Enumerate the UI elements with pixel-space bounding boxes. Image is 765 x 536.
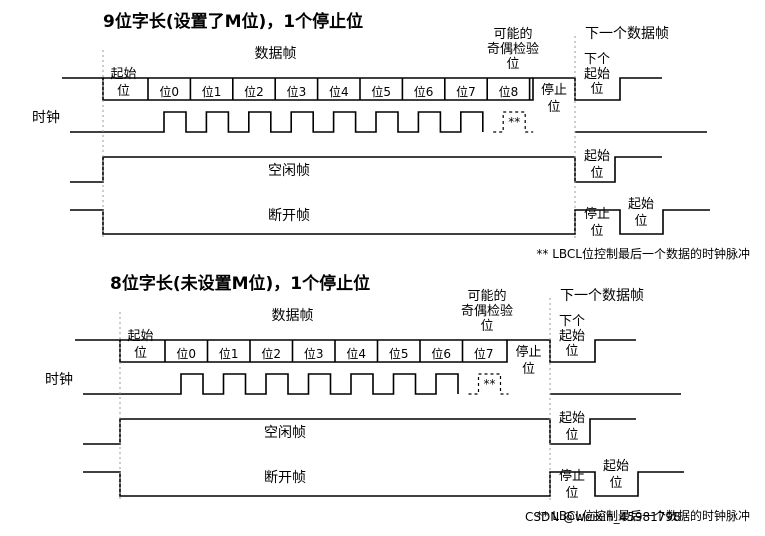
- idle-start-label-line: 位: [590, 166, 603, 181]
- next-frame-label: 下一个数据帧: [560, 288, 644, 304]
- bit-label: 位5: [371, 84, 391, 99]
- parity-label-line: 奇偶检验: [487, 41, 539, 57]
- bit-label: 位1: [219, 346, 239, 361]
- idle-frame-label: 空闲帧: [264, 425, 306, 441]
- parity-label-line: 奇偶检验: [461, 303, 513, 319]
- bit-label: 位7: [474, 346, 494, 361]
- clock-lbcl-mark: **: [484, 377, 496, 391]
- bit-label: 位4: [329, 84, 349, 99]
- break-stop-label-line: 停止: [559, 468, 585, 484]
- data-frame-label: 数据帧: [272, 308, 314, 324]
- bit-label: 位6: [431, 346, 451, 361]
- bit-label: 位3: [287, 84, 307, 99]
- break-frame-label: 断开帧: [268, 208, 310, 224]
- bit-label: 位0: [159, 84, 179, 99]
- clock-label: 时钟: [45, 371, 73, 388]
- parity-label-line: 可能的: [493, 26, 532, 42]
- clock-waveform: [70, 111, 484, 133]
- idle-start-label-line: 起始: [559, 411, 585, 426]
- next-start-label-line: 起始: [584, 67, 610, 82]
- bit-label: 位2: [261, 346, 281, 361]
- start-bit-label-line: 位: [117, 84, 130, 99]
- parity-label-line: 可能的: [467, 288, 506, 304]
- stop-bit-label-line: 停止: [541, 82, 567, 98]
- watermark: CSDN @weixin_45981798: [525, 510, 681, 524]
- bit-label: 位0: [176, 346, 196, 361]
- bit-label: 位3: [304, 346, 324, 361]
- next-start-label-line: 下个: [559, 314, 585, 329]
- parity-label-line: 位: [506, 57, 519, 72]
- start-bit-label-line: 起始: [110, 67, 136, 82]
- data-waveform: [62, 77, 662, 101]
- next-start-label-line: 位: [565, 344, 578, 359]
- parity-label-line: 位: [480, 319, 493, 334]
- clock-last-pulse: [468, 373, 509, 395]
- section-title: 9位字长(设置了M位)，1个停止位: [103, 11, 363, 32]
- start-bit-label-line: 位: [134, 346, 147, 361]
- bit-label: 位2: [244, 84, 264, 99]
- next-start-label-line: 位: [590, 82, 603, 97]
- idle-waveform: [70, 156, 662, 183]
- clock-waveform: [83, 373, 459, 395]
- footnote: ** LBCL位控制最后一个数据的时钟脉冲: [536, 246, 750, 261]
- break-waveform: [83, 471, 684, 497]
- next-frame-label: 下一个数据帧: [585, 26, 669, 42]
- idle-frame-label: 空闲帧: [268, 163, 310, 179]
- stop-bit-label-line: 位: [522, 362, 535, 377]
- clock-last-pulse: [493, 111, 534, 133]
- break-start-label-line: 起始: [628, 197, 654, 212]
- bit-label: 位6: [414, 84, 434, 99]
- section-title: 8位字长(未设置M位)，1个停止位: [110, 273, 370, 294]
- break-start-label-line: 位: [634, 214, 647, 229]
- bit-label: 位7: [456, 84, 476, 99]
- break-stop-label-line: 位: [590, 224, 603, 239]
- footnote: ** LBCL位控制最后一个数据的时钟脉冲: [536, 508, 750, 523]
- bit-label: 位8: [499, 84, 519, 99]
- next-start-label-line: 起始: [559, 329, 585, 344]
- break-stop-label-line: 停止: [584, 206, 610, 222]
- break-frame-label: 断开帧: [264, 470, 306, 486]
- bit-label: 位4: [346, 346, 366, 361]
- break-waveform: [70, 209, 710, 235]
- data-waveform: [75, 339, 636, 363]
- idle-waveform: [83, 418, 636, 445]
- break-start-label-line: 位: [609, 476, 622, 491]
- clock-lbcl-mark: **: [508, 115, 520, 129]
- bit-label: 位5: [389, 346, 409, 361]
- idle-start-label-line: 起始: [584, 149, 610, 164]
- break-stop-label-line: 位: [565, 486, 578, 501]
- next-start-label-line: 下个: [584, 52, 610, 67]
- bit-label: 位1: [202, 84, 222, 99]
- break-start-label-line: 起始: [603, 459, 629, 474]
- data-frame-label: 数据帧: [255, 46, 297, 62]
- start-bit-label-line: 起始: [127, 329, 153, 344]
- stop-bit-label-line: 停止: [515, 344, 541, 360]
- clock-label: 时钟: [32, 109, 60, 126]
- idle-start-label-line: 位: [565, 428, 578, 443]
- stop-bit-label-line: 位: [547, 100, 560, 115]
